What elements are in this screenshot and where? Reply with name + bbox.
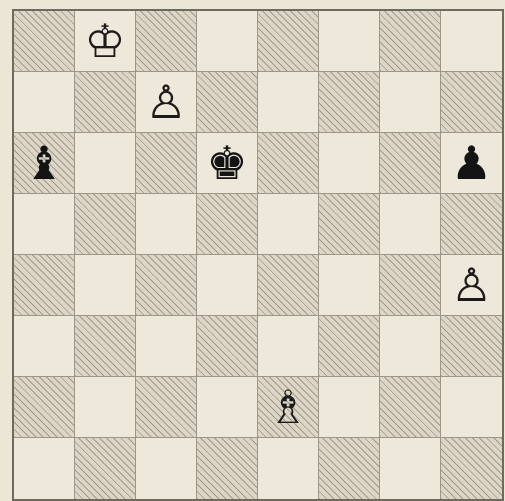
board-square[interactable] [136,11,197,72]
board-square[interactable] [75,194,136,255]
white-pawn-icon[interactable]: ♙ [451,262,492,308]
board-square[interactable] [14,72,75,133]
board-square[interactable] [258,316,319,377]
board-square[interactable]: ♚ [197,133,258,194]
board-square[interactable] [319,377,380,438]
board-square[interactable] [197,194,258,255]
board-square[interactable] [197,72,258,133]
board-square[interactable] [14,377,75,438]
board-square[interactable] [258,438,319,499]
board-square[interactable] [197,377,258,438]
board-square[interactable] [319,11,380,72]
board-square[interactable] [441,438,502,499]
board-square[interactable] [197,316,258,377]
board-square[interactable] [258,72,319,133]
board-square[interactable] [136,377,197,438]
board-square[interactable]: ♙ [136,72,197,133]
board-square[interactable] [319,255,380,316]
white-pawn-icon[interactable]: ♙ [145,79,186,125]
board-square[interactable] [441,316,502,377]
board-square[interactable] [75,255,136,316]
board-square[interactable] [258,194,319,255]
board-square[interactable] [380,255,441,316]
board-square[interactable] [441,11,502,72]
board-square[interactable] [14,194,75,255]
white-bishop-icon[interactable]: ♗ [267,384,308,430]
board-square[interactable] [380,438,441,499]
board-square[interactable] [75,133,136,194]
board-square[interactable] [14,255,75,316]
board-square[interactable] [319,133,380,194]
board-square[interactable] [14,11,75,72]
board-square[interactable] [380,377,441,438]
board-square[interactable]: ♝ [14,133,75,194]
board-square[interactable] [197,255,258,316]
board-square[interactable] [319,438,380,499]
board-square[interactable] [258,255,319,316]
board-square[interactable] [380,133,441,194]
board-square[interactable] [136,438,197,499]
board-square[interactable] [14,438,75,499]
board-square[interactable] [75,316,136,377]
board-square[interactable] [380,194,441,255]
board-square[interactable] [441,72,502,133]
black-bishop-icon[interactable]: ♝ [23,140,64,186]
board-square[interactable] [258,133,319,194]
board-square[interactable]: ♟ [441,133,502,194]
board-square[interactable] [14,316,75,377]
black-king-icon[interactable]: ♚ [206,140,247,186]
board-square[interactable] [136,255,197,316]
board-square[interactable] [258,11,319,72]
board-square[interactable] [441,377,502,438]
board-square[interactable] [75,438,136,499]
board-square[interactable] [136,133,197,194]
board-square[interactable] [136,194,197,255]
board-square[interactable] [136,316,197,377]
board-square[interactable]: ♔ [75,11,136,72]
board-square[interactable] [380,316,441,377]
board-square[interactable] [197,438,258,499]
board-square[interactable] [319,316,380,377]
board-square[interactable] [75,377,136,438]
board-square[interactable] [380,11,441,72]
board-square[interactable] [319,72,380,133]
board-square[interactable]: ♗ [258,377,319,438]
board-square[interactable] [380,72,441,133]
board-square[interactable] [197,11,258,72]
chess-board: ♔ ♙ ♝ ♚ ♟ ♙ ♗ [12,9,504,501]
board-square[interactable]: ♙ [441,255,502,316]
white-king-icon[interactable]: ♔ [84,18,125,64]
black-pawn-icon[interactable]: ♟ [451,140,492,186]
board-square[interactable] [441,194,502,255]
board-square[interactable] [319,194,380,255]
board-square[interactable] [75,72,136,133]
